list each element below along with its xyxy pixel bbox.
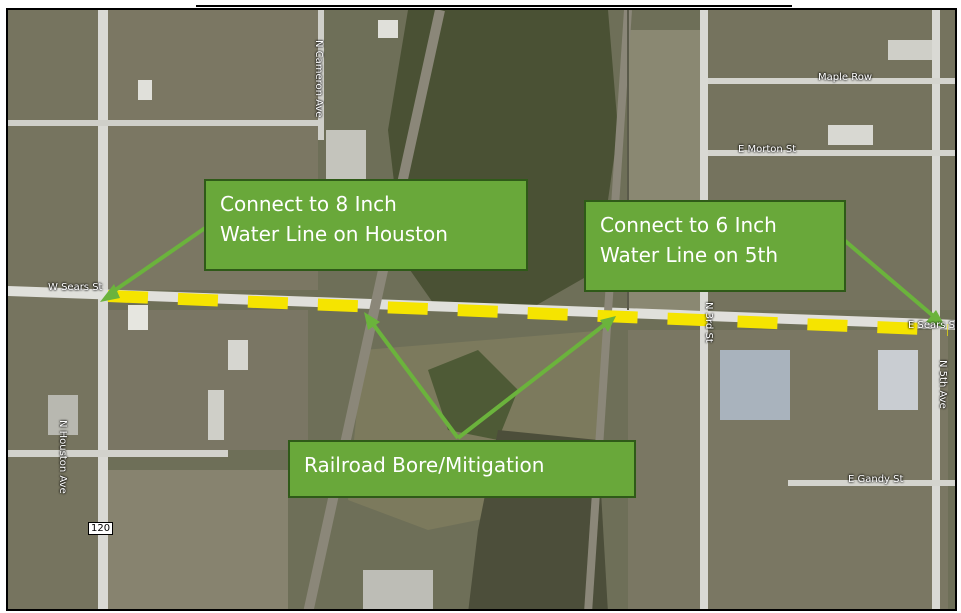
callout-fifth-connection[interactable]: Connect to 6 Inch Water Line on 5th — [584, 200, 846, 292]
building-house — [128, 305, 148, 330]
road-e-morton — [708, 150, 955, 156]
building-house — [228, 340, 248, 370]
railroad-west — [303, 10, 445, 609]
road-e-gandy — [788, 480, 955, 486]
tree-cluster — [428, 350, 518, 440]
arrow-houston — [106, 224, 210, 297]
building-house — [208, 390, 224, 440]
callout-line: Water Line on 5th — [600, 243, 779, 267]
street-label-n-3rd: N 3rd St — [703, 302, 714, 343]
arrow-head — [364, 312, 380, 330]
callout-houston-connection[interactable]: Connect to 8 Inch Water Line on Houston — [204, 179, 528, 271]
building-south — [363, 570, 433, 609]
block-west — [8, 10, 98, 609]
building-east — [878, 350, 918, 410]
callout-railroad-bore[interactable]: Railroad Bore/Mitigation — [288, 440, 636, 498]
building-elevator — [326, 130, 366, 180]
callout-line: Railroad Bore/Mitigation — [304, 453, 545, 477]
street-label-maple-row: Maple Row — [818, 72, 873, 83]
road-maple-row — [708, 78, 955, 84]
street-label-n-cameron: N Cameron Ave — [313, 40, 324, 118]
arrow-head — [926, 310, 946, 328]
proposed-water-line — [107, 290, 949, 336]
arrow-head — [100, 284, 120, 302]
callout-line: Connect to 6 Inch — [600, 213, 777, 237]
street-label-n-5th: N 5th Ave — [937, 360, 948, 409]
title-bar — [0, 0, 961, 8]
building-house — [828, 125, 873, 145]
street-label-e-sears: E Sears St — [908, 320, 957, 331]
arrow-head — [600, 316, 616, 332]
arrow-bore-east — [456, 320, 610, 440]
street-label-n-houston: N Houston Ave — [57, 420, 68, 494]
arrow-fifth — [842, 238, 940, 322]
road-minor — [8, 120, 318, 126]
building-house — [888, 40, 938, 60]
street-label-w-sears: W Sears St — [48, 282, 103, 293]
road-n-cameron — [318, 10, 324, 140]
building-house — [138, 80, 152, 100]
road-n-5th — [932, 10, 940, 609]
building-warehouse — [720, 350, 790, 420]
building-west — [48, 395, 78, 435]
map-imagery — [8, 10, 955, 609]
title-underline — [196, 5, 792, 7]
arrow-bore-west — [368, 318, 460, 440]
route-shield: 120 — [88, 522, 114, 535]
street-label-e-gandy: E Gandy St — [848, 474, 904, 485]
street-label-e-morton: E Morton St — [738, 144, 797, 155]
building-house — [378, 20, 398, 38]
block-southwest — [108, 470, 288, 609]
road-minor — [8, 450, 228, 457]
callout-line: Water Line on Houston — [220, 222, 448, 246]
road-n-houston — [98, 10, 108, 609]
aerial-map[interactable]: W Sears St E Sears St Maple Row E Morton… — [6, 8, 957, 611]
callout-line: Connect to 8 Inch — [220, 192, 397, 216]
road-n-3rd — [700, 10, 708, 609]
